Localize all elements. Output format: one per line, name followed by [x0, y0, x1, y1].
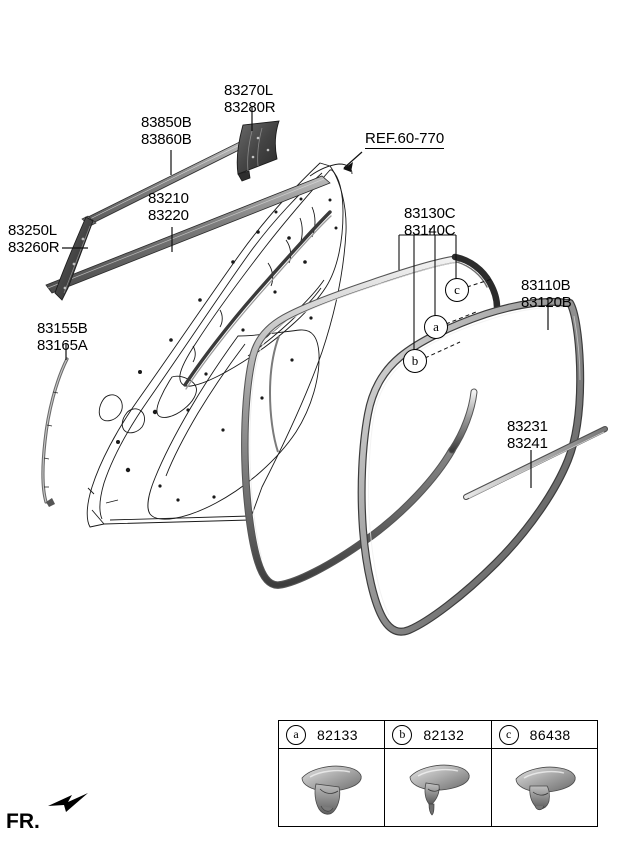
legend-number-b: 82132	[423, 726, 465, 743]
part-83250L-frame-garnish	[54, 216, 94, 301]
part-83155B-frame-strip	[41, 357, 69, 507]
callout-dashed-leaders	[424, 278, 493, 359]
legend-header-c: c 86438	[491, 721, 597, 749]
part-83270L-corner-garnish	[236, 120, 280, 182]
legend-number-a: 82133	[317, 726, 358, 743]
legend-column-b: b 82132	[384, 721, 491, 826]
part-83210-belt-moulding	[45, 175, 331, 294]
legend-tag-a: a	[286, 724, 306, 745]
item-marker-c: c	[445, 278, 469, 302]
legend-image-c	[492, 749, 597, 826]
item-marker-a: a	[424, 315, 448, 339]
push-clip-icon	[301, 765, 362, 815]
legend-tag-c: c	[498, 724, 519, 745]
ref-60-770-leader	[343, 151, 363, 172]
orientation-label: FR.	[6, 810, 40, 833]
part-83110B-door-weatherstrip	[357, 297, 585, 636]
rear-door-panel-drawing	[86, 162, 347, 528]
callout-bracket-83130C	[398, 228, 457, 350]
part-83210-belt-on-door	[183, 210, 332, 390]
push-clip-icon	[409, 764, 470, 815]
legend-number-c: 86438	[529, 726, 571, 743]
label-leader-lines	[62, 107, 549, 488]
door-panel-fastener-dots	[116, 197, 338, 502]
legend-column-c: c 86438	[490, 721, 597, 826]
clip-legend-table: a 82133	[278, 720, 598, 827]
part-83231-run-channel	[463, 426, 608, 500]
legend-header-b: b 82132	[385, 721, 491, 749]
push-clip-icon	[515, 766, 576, 810]
legend-tag-b: b	[392, 724, 413, 745]
part-83130C-side-weatherstrip	[241, 253, 501, 589]
legend-column-a: a 82133	[279, 721, 385, 826]
legend-header-a: a 82133	[279, 721, 385, 749]
reference-label: REF.60-770	[365, 130, 445, 149]
legend-image-b	[385, 749, 490, 826]
roof-edge-reference-line	[309, 163, 353, 177]
legend-image-a	[279, 749, 384, 826]
item-marker-b: b	[403, 349, 427, 373]
front-arrow-icon	[48, 793, 88, 812]
